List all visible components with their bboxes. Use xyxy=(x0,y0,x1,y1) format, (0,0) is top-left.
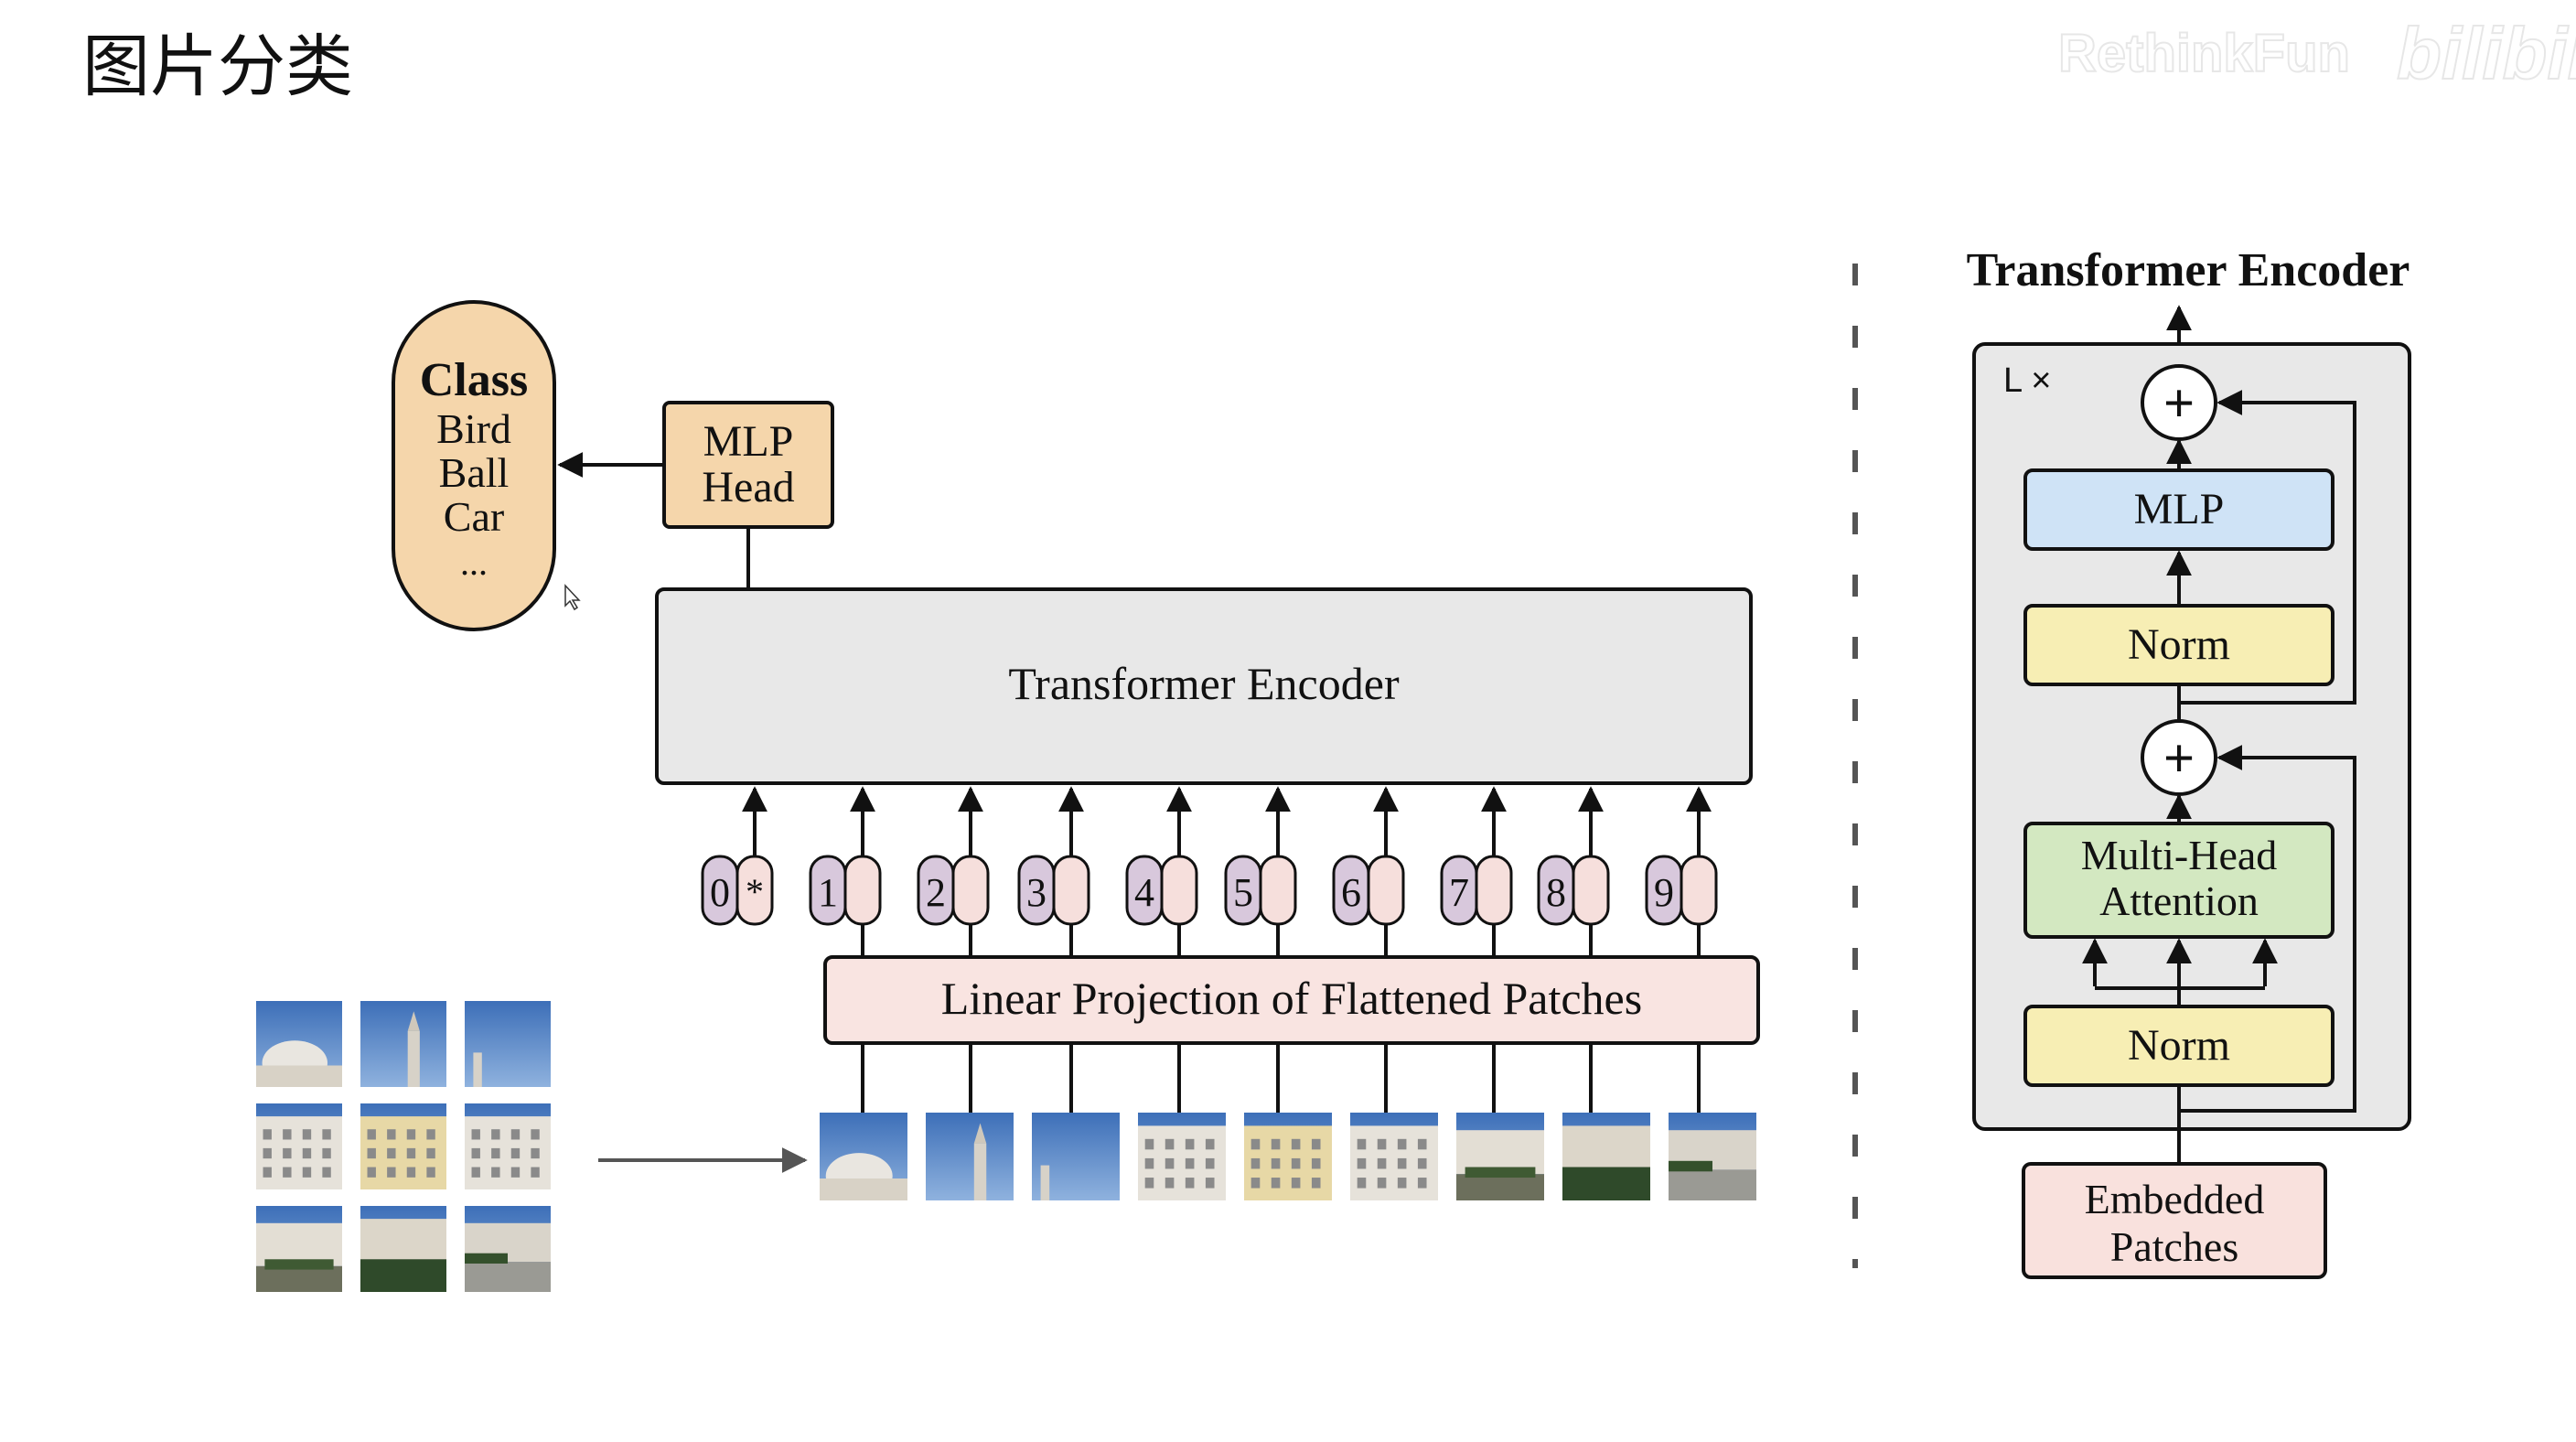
projection-label: Linear Projection of Flattened Patches xyxy=(941,973,1642,1024)
image-patch xyxy=(1350,1113,1438,1200)
image-patch xyxy=(926,1113,1014,1200)
patch-embedding xyxy=(1367,855,1405,926)
image-patch xyxy=(360,1001,446,1087)
embedded-patches-line1: Embedded xyxy=(2085,1176,2265,1222)
token-index: 8 xyxy=(1546,870,1566,915)
token: 8 xyxy=(1537,786,1610,957)
image-patch xyxy=(1138,1113,1226,1200)
token-index: 5 xyxy=(1233,870,1253,915)
token-index: 7 xyxy=(1449,870,1469,915)
watermark-text: RethinkFun xyxy=(2058,24,2350,83)
detail-attention-line2: Attention xyxy=(2099,877,2259,924)
page-title: 图片分类 xyxy=(82,27,353,106)
image-patch xyxy=(256,1001,342,1087)
patch-embedding xyxy=(1572,855,1610,926)
embedded-patches-box xyxy=(2022,1162,2327,1279)
mlp-head-line1: MLP xyxy=(703,417,794,466)
token: 0* xyxy=(701,786,774,926)
image-patch xyxy=(1032,1113,1120,1200)
residual-skip-top xyxy=(2177,390,2356,721)
class-title: Class xyxy=(420,354,528,406)
image-patch xyxy=(1669,1113,1756,1200)
class-item: Car xyxy=(444,493,504,540)
plus-icon: + xyxy=(2163,373,2195,433)
class-item: Ball xyxy=(439,449,510,496)
detail-norm-top-label: Norm xyxy=(2128,620,2230,669)
bilibili-logo: bilibili xyxy=(2397,13,2576,94)
token: 1 xyxy=(809,786,882,957)
mlp-head-box: MLP Head xyxy=(662,401,834,529)
residual-skip-bottom xyxy=(2177,745,2356,1162)
main-encoder-label: Transformer Encoder xyxy=(1008,658,1400,709)
patch-embedding xyxy=(1680,855,1718,926)
class-box: Class Bird Ball Car ... xyxy=(392,300,556,631)
image-patch xyxy=(820,1113,907,1200)
detail-mlp-label: MLP xyxy=(2134,485,2225,533)
detail-norm-bottom-label: Norm xyxy=(2128,1021,2230,1070)
encoder-detail: Transformer Encoder L × + MLP Norm + Mul… xyxy=(1967,244,2411,1279)
token: 9 xyxy=(1645,786,1718,957)
image-patch xyxy=(1456,1113,1544,1200)
token: 4 xyxy=(1125,786,1198,957)
detail-attention-line1: Multi-Head xyxy=(2081,832,2278,878)
patch-sequence xyxy=(820,1113,1756,1200)
token: 6 xyxy=(1332,786,1405,957)
token-index: 2 xyxy=(926,870,946,915)
image-grid xyxy=(256,1001,551,1292)
image-patch xyxy=(256,1103,342,1189)
image-patch xyxy=(256,1206,342,1292)
token: 3 xyxy=(1017,786,1090,957)
token-index: 6 xyxy=(1341,870,1361,915)
image-patch xyxy=(360,1206,446,1292)
cls-token-marker: * xyxy=(746,871,764,912)
patch-embedding xyxy=(1259,855,1297,926)
token-index: 4 xyxy=(1134,870,1154,915)
class-item: ... xyxy=(460,542,488,583)
plus-icon: + xyxy=(2163,728,2195,788)
token: 2 xyxy=(917,786,990,957)
detail-title: Transformer Encoder xyxy=(1967,244,2410,296)
main-encoder-box: Transformer Encoder xyxy=(655,587,1753,785)
patch-connectors xyxy=(861,1043,1701,1113)
token-index: 1 xyxy=(818,870,838,915)
token: 5 xyxy=(1224,786,1297,957)
embedded-patches-line2: Patches xyxy=(2110,1223,2239,1270)
patch-embedding xyxy=(951,855,990,926)
projection-box: Linear Projection of Flattened Patches xyxy=(823,955,1760,1045)
image-patch xyxy=(465,1103,551,1189)
patch-embedding xyxy=(1160,855,1198,926)
detail-repeat-label: L × xyxy=(2003,361,2051,400)
patch-embedding xyxy=(843,855,882,926)
token: 7 xyxy=(1440,786,1513,957)
class-item: Bird xyxy=(436,405,511,452)
patch-embedding xyxy=(1475,855,1513,926)
image-patch xyxy=(1244,1113,1332,1200)
image-patch xyxy=(465,1206,551,1292)
token-index: 0 xyxy=(710,870,730,915)
patch-embedding xyxy=(1052,855,1090,926)
image-patch xyxy=(1562,1113,1650,1200)
cursor-icon xyxy=(564,584,581,611)
mlp-head-line2: Head xyxy=(702,463,794,511)
image-patch xyxy=(465,1001,551,1087)
token-index: 9 xyxy=(1654,870,1674,915)
image-patch xyxy=(360,1103,446,1189)
token-index: 3 xyxy=(1026,870,1046,915)
watermark: RethinkFun bilibili xyxy=(2057,12,2576,95)
